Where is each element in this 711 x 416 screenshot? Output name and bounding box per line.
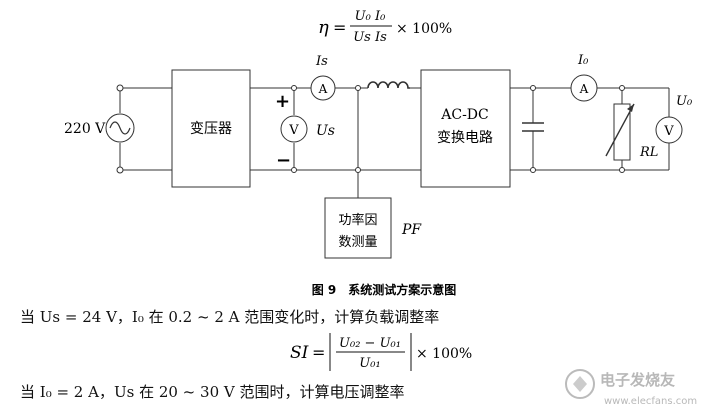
output-voltmeter-symbol: V — [663, 124, 674, 139]
load-regulation-formula: SI = U₀₂ − U₀₁ U₀₁ × 100% — [290, 333, 472, 371]
load-resistor — [613, 103, 631, 161]
figure-caption: 图 9 系统测试方案示意图 — [312, 282, 457, 297]
minus-sign: − — [276, 150, 291, 171]
output-voltage-label: U₀ — [676, 94, 693, 109]
output-capacitor — [522, 122, 544, 132]
load-regulation-condition: 当 Us = 24 V，I₀ 在 0.2 ~ 2 A 范围变化时，计算负载调整率 — [20, 308, 440, 326]
eta-equals: = — [333, 18, 346, 37]
eta-symbol: η — [318, 17, 329, 38]
converter-title: AC-DC — [440, 107, 489, 123]
voltage-regulation-condition: 当 I₀ = 2 A，Us 在 20 ~ 30 V 范围时，计算电压调整率 — [20, 383, 405, 401]
input-ammeter-symbol: A — [318, 82, 328, 96]
eta-denominator: Us Is — [353, 30, 387, 45]
watermark-url: www.elecfans.com — [604, 396, 697, 407]
input-voltmeter-symbol: V — [288, 123, 299, 138]
circuit-wires — [119, 87, 670, 198]
input-voltmeter — [280, 115, 308, 143]
source-voltage-label: 220 V — [64, 121, 106, 137]
variable-arrow-icon — [605, 103, 635, 157]
converter-subtitle: 变换电路 — [437, 129, 493, 146]
load-resistor-label: RL — [639, 145, 658, 160]
output-ammeter-symbol: A — [579, 82, 589, 96]
si-multiplier: × 100% — [416, 346, 472, 362]
pf-label-line2: 数测量 — [338, 235, 377, 250]
input-current-label: Is — [315, 54, 328, 69]
eta-numerator: U₀ I₀ — [355, 9, 386, 24]
output-ammeter — [570, 74, 598, 102]
watermark-logo-icon — [565, 369, 595, 399]
power-factor-block — [324, 197, 392, 259]
pf-tag: PF — [401, 222, 422, 238]
output-voltmeter — [655, 116, 683, 144]
transformer-label: 变压器 — [190, 121, 232, 137]
watermark: 电子发烧友 www.elecfans.com — [565, 369, 697, 407]
output-current-label: I₀ — [577, 53, 589, 68]
input-voltage-label: Us — [316, 123, 335, 139]
eta-multiplier: × 100% — [396, 21, 452, 37]
watermark-title: 电子发烧友 — [600, 371, 675, 389]
plus-sign: + — [275, 91, 290, 112]
inductor-coil — [367, 81, 410, 89]
sine-wave-icon — [109, 121, 131, 135]
si-denominator: U₀₁ — [359, 356, 380, 371]
si-numerator: U₀₂ − U₀₁ — [339, 336, 401, 351]
acdc-converter-block — [420, 69, 511, 188]
si-equals: = — [312, 343, 325, 362]
efficiency-formula: η = U₀ I₀ Us Is × 100% — [318, 9, 452, 45]
si-symbol: SI — [290, 343, 309, 363]
transformer-block — [171, 69, 251, 188]
input-ammeter — [310, 75, 336, 101]
ac-source — [105, 113, 135, 143]
pf-label-line1: 功率因 — [338, 212, 377, 228]
